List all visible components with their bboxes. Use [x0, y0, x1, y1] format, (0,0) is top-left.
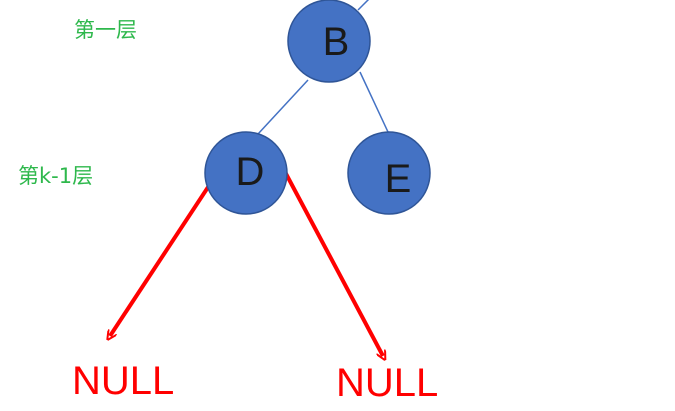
- tree-node-d: D: [204, 131, 288, 215]
- arrow-d-left-null: [110, 170, 220, 336]
- tree-node-b: B: [287, 0, 371, 83]
- edge-b-e: [359, 71, 389, 133]
- level-label-first: 第一层: [74, 18, 137, 42]
- node-label: E: [385, 157, 412, 201]
- level-label-k-minus-1: 第k-1层: [18, 164, 93, 188]
- null-label-left: NULL: [72, 359, 174, 403]
- arrow-d-right-null: [282, 169, 383, 356]
- edge-b-d: [257, 79, 309, 135]
- null-label-right: NULL: [336, 361, 438, 405]
- node-label: B: [323, 20, 350, 64]
- edge-b-parent: [357, 0, 370, 11]
- node-circle: [347, 131, 431, 215]
- node-label: D: [236, 150, 265, 194]
- node-circle: [204, 131, 288, 215]
- node-circle: [287, 0, 371, 83]
- tree-node-e: E: [347, 131, 431, 215]
